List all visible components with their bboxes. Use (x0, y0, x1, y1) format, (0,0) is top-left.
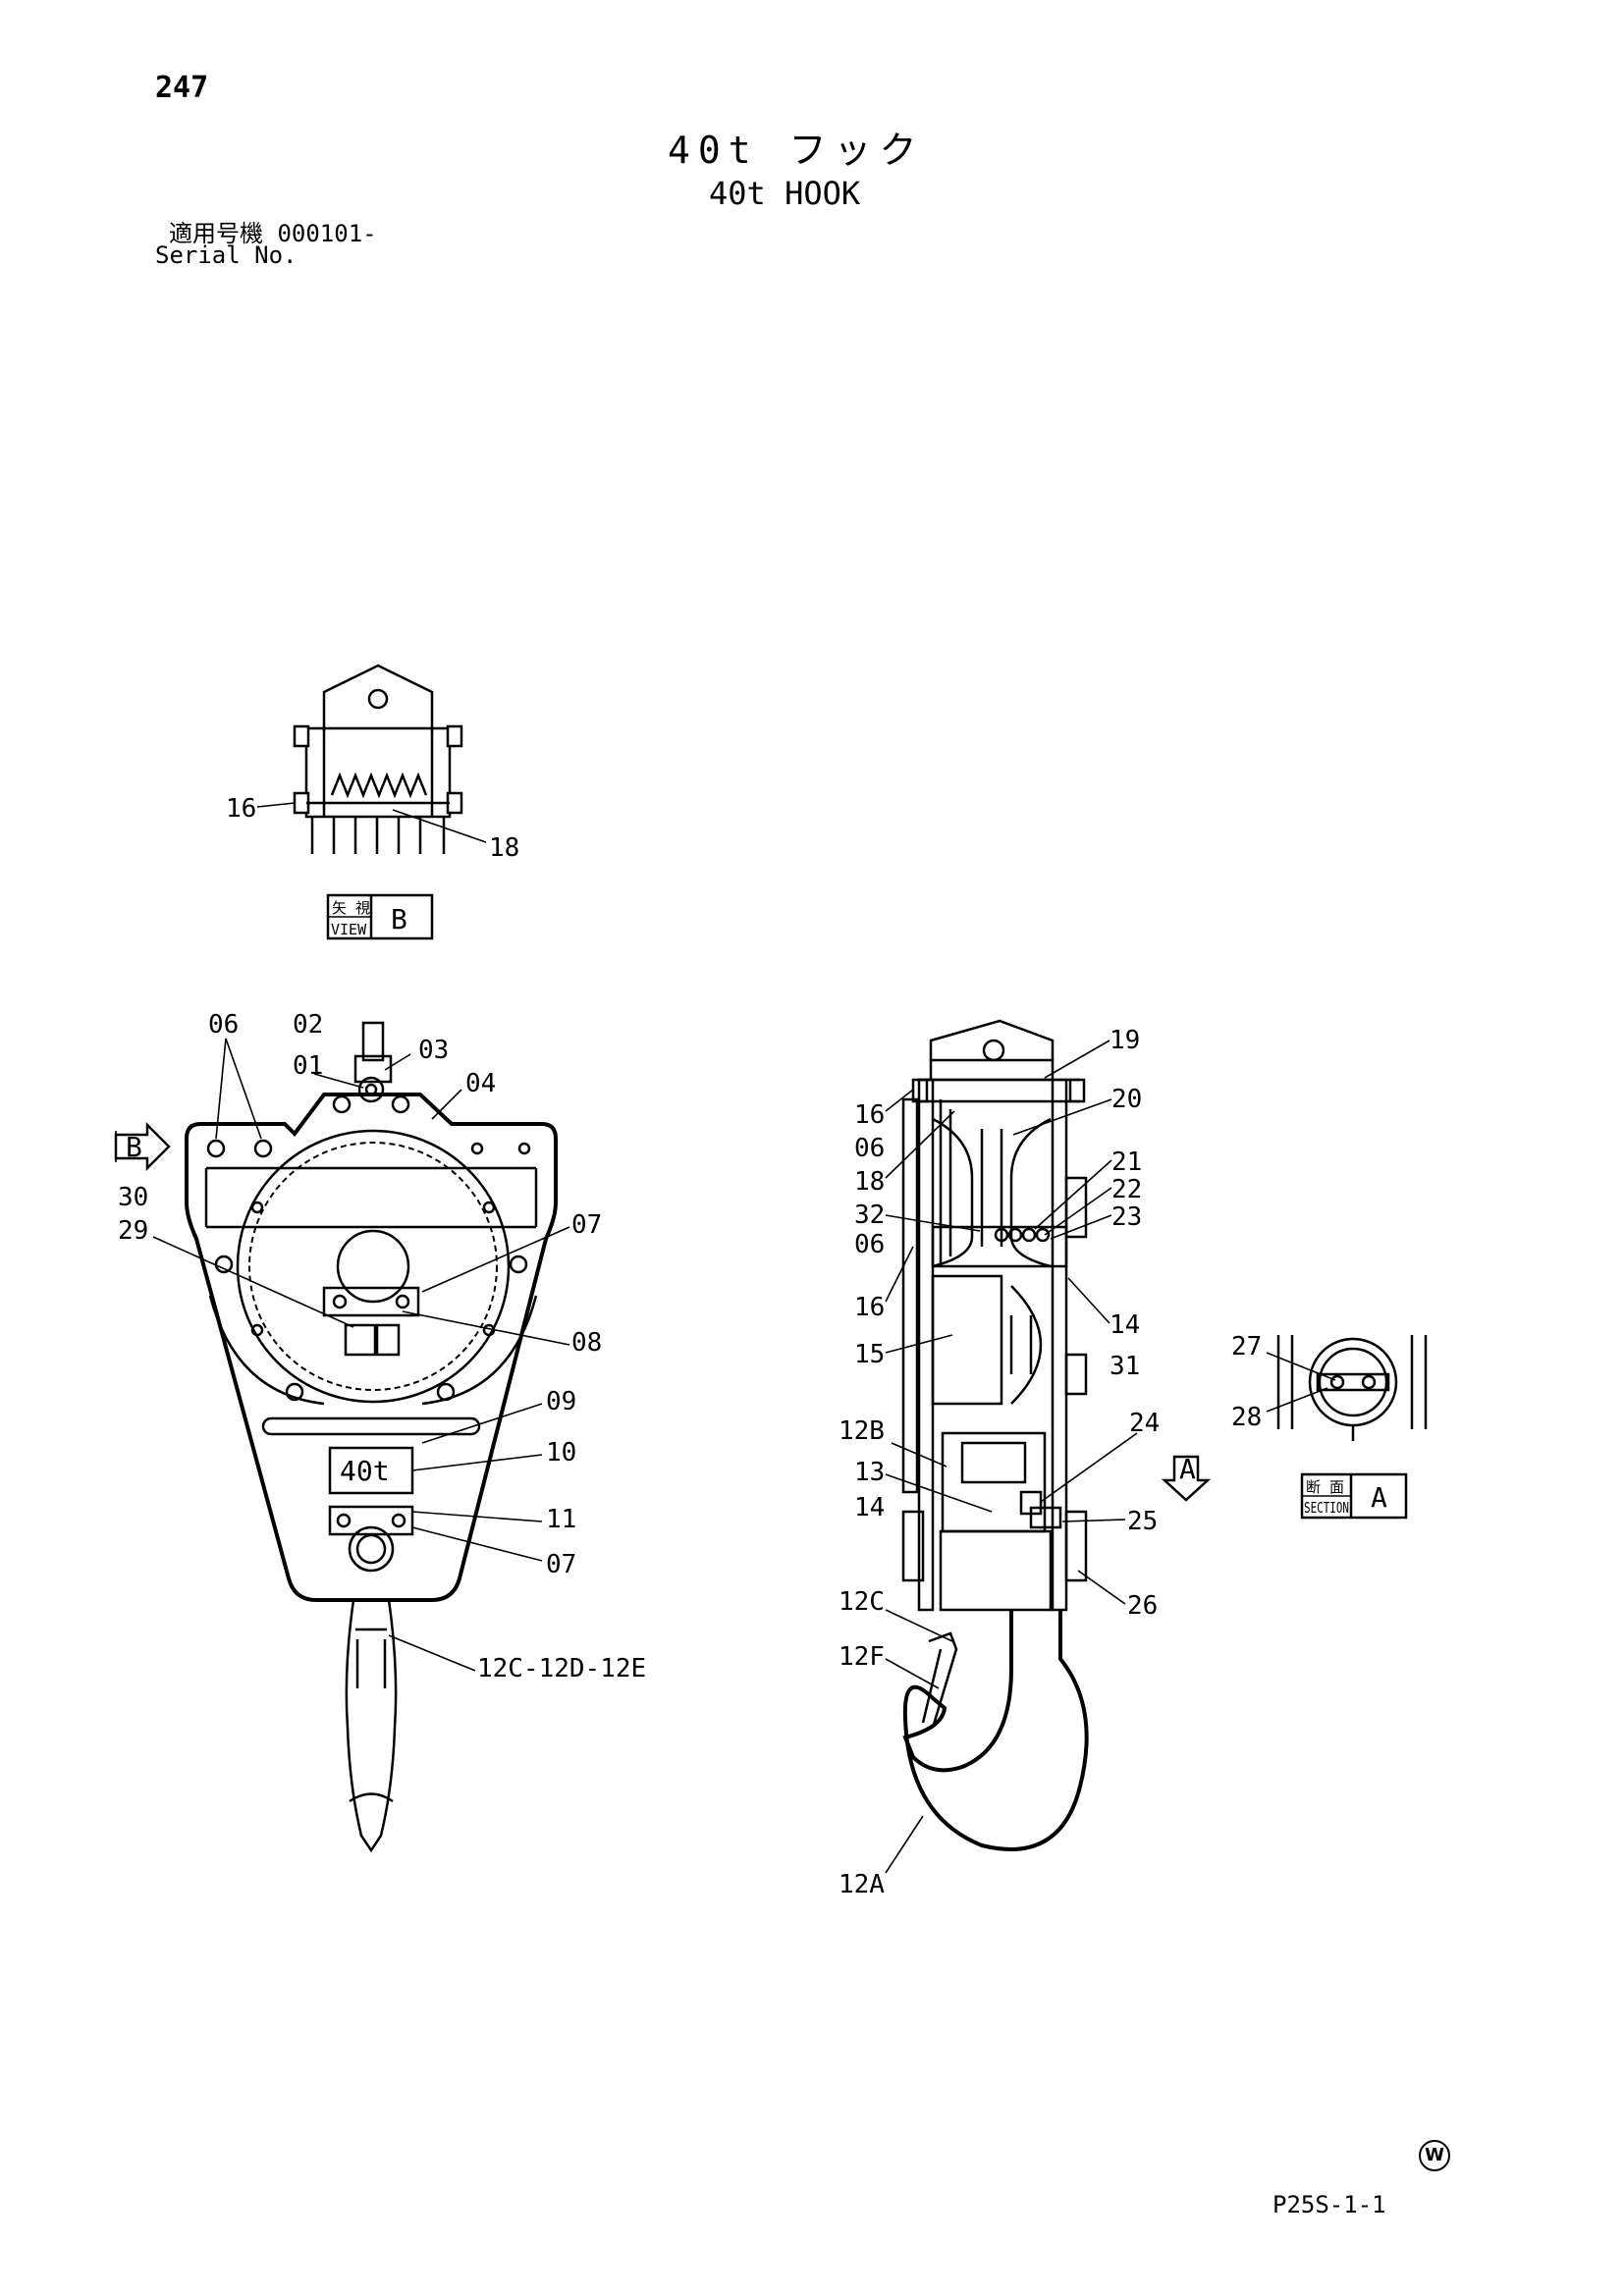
view-b-tag-en: VIEW (331, 921, 367, 938)
callout-side-26: 26 (1127, 1591, 1158, 1621)
callout-view-b-16: 16 (226, 794, 256, 824)
drawing-code: P25S-1-1 (1272, 2191, 1386, 2218)
callout-side-12b: 12B (839, 1416, 885, 1446)
callout-side-12f: 12F (839, 1642, 885, 1672)
view-b-tag-jp: 矢 視 (332, 899, 370, 917)
callout-side-16-lower: 16 (854, 1293, 885, 1322)
callout-front-07: 07 (571, 1210, 602, 1240)
callout-front-06: 06 (208, 1010, 239, 1040)
callout-side-21: 21 (1111, 1148, 1142, 1177)
callout-view-b-18: 18 (489, 833, 519, 863)
callout-side-06: 06 (854, 1134, 885, 1163)
callout-side-31: 31 (1110, 1352, 1140, 1381)
callout-front-02: 02 (293, 1010, 323, 1040)
callout-side-18: 18 (854, 1167, 885, 1197)
arrow-b-letter: B (126, 1131, 142, 1163)
callout-side-15: 15 (854, 1340, 885, 1369)
arrow-a-letter: A (1179, 1453, 1196, 1485)
title-japanese: 40t フック (668, 129, 925, 172)
callout-side-24: 24 (1129, 1409, 1160, 1438)
callout-front-30: 30 (118, 1183, 148, 1212)
callout-side-20: 20 (1111, 1085, 1142, 1114)
callout-side-14-lower: 14 (854, 1493, 885, 1522)
callout-side-12c: 12C (839, 1587, 885, 1617)
callout-front-09: 09 (546, 1387, 576, 1416)
plate-40t-text: 40t (340, 1455, 390, 1487)
page-number: 247 (155, 71, 209, 105)
callout-front-11: 11 (546, 1505, 576, 1534)
title-english: 40t HOOK (709, 175, 861, 212)
callout-section-28: 28 (1231, 1403, 1262, 1432)
callout-side-23: 23 (1111, 1202, 1142, 1232)
section-a-tag-jp: 断 面 (1306, 1478, 1344, 1496)
w-mark: W (1419, 2140, 1450, 2171)
section-a-drawing (1266, 1335, 1428, 1441)
serial-label-english: Serial No. (155, 241, 298, 269)
callout-front-07-lower: 07 (546, 1550, 576, 1579)
callout-front-03: 03 (418, 1036, 449, 1065)
callout-front-10: 10 (546, 1438, 576, 1468)
callout-front-29: 29 (118, 1216, 148, 1246)
callout-front-01: 01 (293, 1051, 323, 1081)
callout-side-14: 14 (1110, 1310, 1140, 1340)
callout-front-12c-12d-12e: 12C-12D-12E (477, 1654, 646, 1683)
serial-label-japanese: 適用号機 (169, 220, 263, 247)
serial-value: 000101- (277, 220, 377, 247)
serial-line-japanese: 適用号機 000101- (169, 214, 377, 248)
callout-front-08: 08 (571, 1328, 602, 1358)
callout-side-22: 22 (1111, 1175, 1142, 1204)
front-view-drawing (114, 1021, 570, 1853)
callout-front-04: 04 (465, 1069, 496, 1098)
callout-side-25: 25 (1127, 1507, 1158, 1536)
callout-side-16: 16 (854, 1100, 885, 1130)
callout-side-12a: 12A (839, 1870, 885, 1899)
view-b-tag-letter: B (391, 903, 407, 935)
view-b-drawing (256, 664, 487, 854)
callout-section-27: 27 (1231, 1332, 1262, 1362)
callout-side-13: 13 (854, 1458, 885, 1487)
section-a-tag-en: SECTION (1304, 1499, 1349, 1517)
callout-side-19: 19 (1110, 1026, 1140, 1055)
callout-side-06-lower: 06 (854, 1230, 885, 1259)
side-view-drawing (885, 1019, 1212, 1874)
callout-side-32: 32 (854, 1201, 885, 1230)
section-a-tag-letter: A (1371, 1481, 1387, 1514)
